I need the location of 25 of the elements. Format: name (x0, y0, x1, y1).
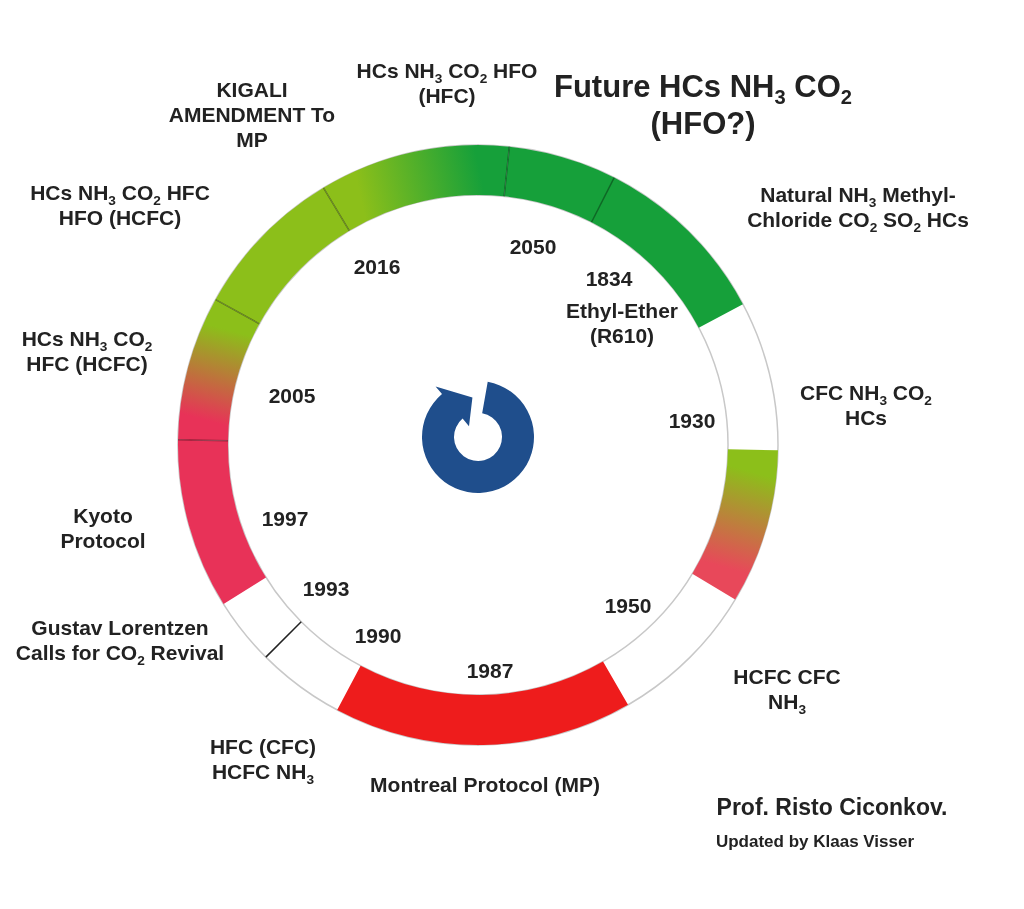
year-label: 1987 (465, 658, 515, 684)
refrigerant-label: HFC (CFC) HCFC NH$_{3}$ (208, 734, 318, 785)
author-credit: Prof. Risto Ciconkov. (715, 794, 949, 822)
year-label: 2050 (508, 234, 558, 260)
refrigerant-label: Ethyl-Ether (R610) (565, 298, 679, 349)
year-label: 1950 (603, 593, 653, 619)
year-label: 1997 (260, 506, 310, 532)
year-label: 2016 (352, 254, 402, 280)
year-label: 2005 (267, 383, 317, 409)
refrigerant-label: HCFC CFC NH$_{3}$ (732, 664, 842, 715)
event-label: KIGALI AMENDMENT To MP (167, 77, 337, 153)
updater-credit: Updated by Klaas Visser (714, 832, 916, 853)
year-label: 1930 (667, 408, 717, 434)
event-label: Montreal Protocol (MP) (369, 772, 601, 798)
refrigerant-label: CFC NH$_{3}$ CO$_{2}$ HCs (799, 380, 933, 431)
year-label: 1990 (353, 623, 403, 649)
year-label: 1834 (584, 266, 634, 292)
year-label: 1993 (301, 576, 351, 602)
event-label: Kyoto Protocol (59, 503, 147, 554)
refrigerant-label: HCs NH$_{3}$ CO$_{2}$ HFO (HFC) (355, 58, 539, 109)
refrigerant-label: HCs NH$_{3}$ CO$_{2}$ HFC (HCFC) (20, 326, 154, 377)
refrigerant-label: Natural NH$_{3}$ Methyl-Chloride CO$_{2}$ SO$_{2}$ HCs (746, 182, 970, 233)
event-label: Gustav Lorentzen Calls for CO$_{2}$ Revival (15, 615, 225, 666)
refrigerant-label: HCs NH$_{3}$ CO$_{2}$ HFC HFO (HCFC) (29, 180, 211, 231)
future-refrigerant-label: Future HCs NH$_{3}$ CO$_{2}$ (HFO?) (553, 68, 853, 143)
